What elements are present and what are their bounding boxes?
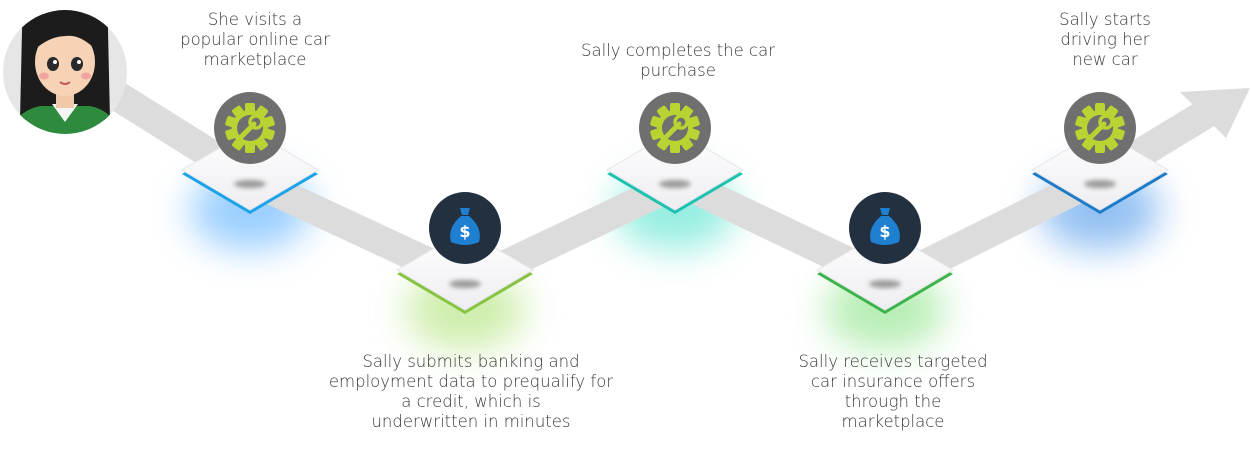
step-tile-visit: [181, 92, 319, 214]
money-bag-icon: $: [429, 192, 501, 264]
gear-wrench-icon: [639, 92, 711, 164]
step-tile-purchase: [606, 92, 744, 214]
gear-wrench-icon: [214, 92, 286, 164]
svg-text:$: $: [459, 222, 470, 241]
step-tile-insurance: $: [816, 192, 954, 314]
gear-wrench-icon: [1064, 92, 1136, 164]
arrow-head: [1180, 88, 1250, 138]
money-bag-icon: $: [849, 192, 921, 264]
step-tile-submit: $: [396, 192, 534, 314]
svg-text:$: $: [879, 222, 890, 241]
step-tile-drive: [1031, 92, 1169, 214]
avatar-sally: [3, 10, 127, 134]
